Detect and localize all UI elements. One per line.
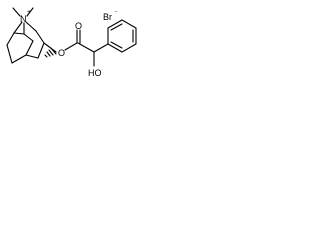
carbonyl-to-alpha-bond [77,42,95,53]
tropane-bond-9 [35,30,45,44]
tropane-bond-11 [25,54,39,59]
o-carbonyl-bond [64,42,78,51]
nitrogen-charge-label: + [27,9,31,16]
tropane-bond-5 [6,44,13,64]
ester-oxygen-label: O [58,48,65,58]
hydroxyl-label: HO [88,68,102,78]
carbonyl-oxygen-label: O [75,21,82,31]
phenyl-double-bond-1 [110,23,123,31]
tropane-bond-1 [13,21,23,34]
chemical-structure-diagram: N + Br ⁻ O O HO [0,0,157,97]
tropane-bond-6 [11,54,27,64]
bromide-label: Br [103,12,112,22]
tropane-bond-4 [6,32,15,46]
alpha-phenyl-bond [93,43,109,53]
molecule-drawing: N + Br ⁻ O O HO [6,7,137,78]
tropane-bond-3 [25,21,37,32]
bromide-charge-label: ⁻ [114,10,118,17]
phenyl-ring [107,19,137,53]
tropane-bond-10 [37,42,45,59]
n-methyl-bond-2 [26,7,34,17]
n-methyl-bond-1 [12,7,21,17]
phenyl-double-bond-3 [110,41,123,49]
c3-oxygen-bond [43,42,57,53]
nitrogen-label: N [20,14,27,24]
tropane-bond-8 [13,32,25,35]
tropane-bond-7 [23,33,34,42]
hashed-wedge-bond [44,47,57,58]
tropane-bond-12 [25,40,34,56]
